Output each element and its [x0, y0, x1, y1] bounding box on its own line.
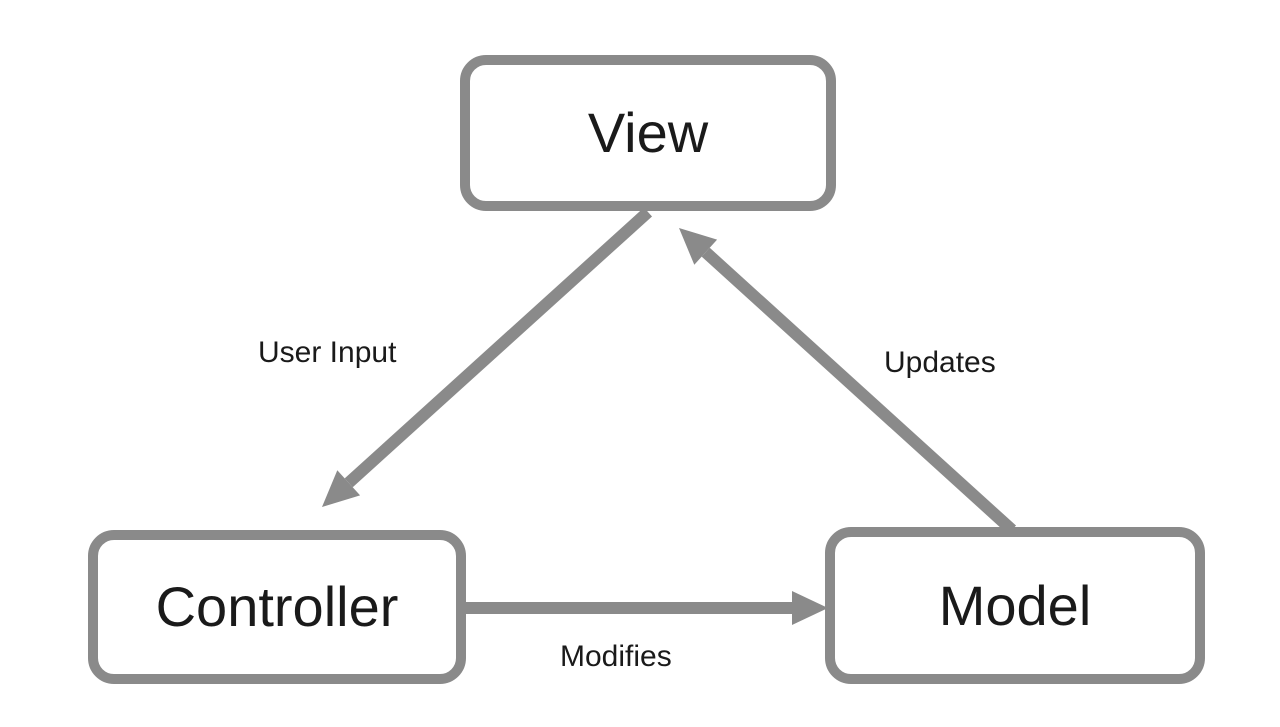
edge-label-user-input: User Input: [258, 336, 397, 369]
arrow-updates: [679, 228, 1017, 535]
edge-label-modifies: Modifies: [560, 640, 672, 673]
node-controller-label: Controller: [155, 575, 399, 638]
node-view-label: View: [587, 101, 709, 164]
node-model: Model: [825, 527, 1205, 684]
edge-label-updates: Updates: [884, 346, 996, 379]
arrow-modifies: [466, 591, 828, 625]
arrow-user-input: [322, 207, 653, 507]
node-model-label: Model: [938, 573, 1092, 637]
node-controller: Controller: [88, 530, 466, 684]
node-view: View: [460, 55, 836, 211]
